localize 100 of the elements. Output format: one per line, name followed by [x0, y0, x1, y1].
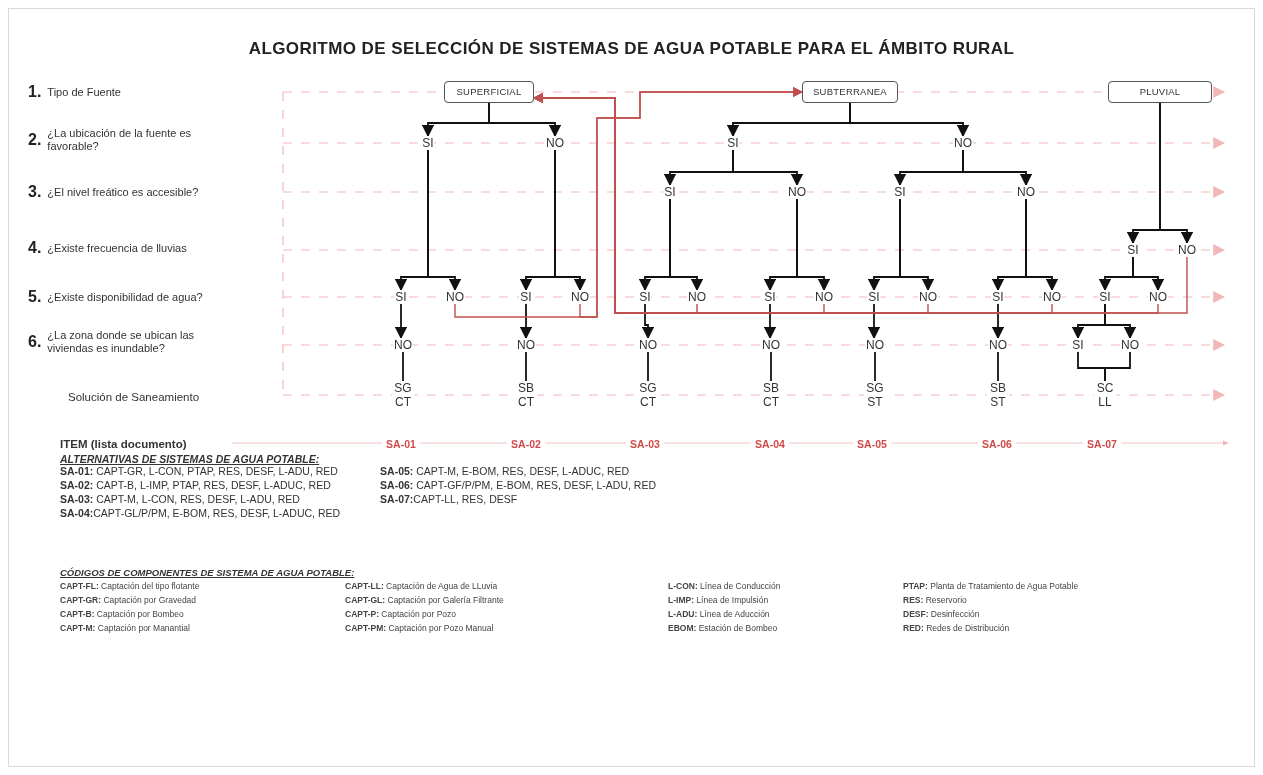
question-number: 4. — [28, 238, 42, 258]
flow-arrow — [991, 303, 1005, 340]
flow-arrow — [394, 303, 408, 340]
question-text: ¿La ubicación de la fuente es favorable? — [47, 127, 193, 153]
code-definition: CAPT-B: Captación por Bombeo — [60, 608, 185, 620]
code-definition: EBOM: Estación de Bombeo — [668, 622, 779, 634]
flow-arrow — [849, 102, 970, 138]
code-definition: RED: Redes de Distribución — [903, 622, 1011, 634]
solution-label: SG CT — [392, 381, 414, 409]
question-text: Tipo de Fuente — [47, 85, 122, 99]
flow-arrow — [899, 198, 935, 292]
flow-arrow — [732, 149, 804, 187]
flow-arrow — [579, 87, 803, 318]
flow-arrow — [1159, 102, 1194, 245]
flow-arrow — [867, 303, 881, 340]
decision-label: SI — [893, 185, 907, 199]
flow-arrow — [1025, 198, 1059, 292]
alternative-text: SA-07:CAPT-LL, RES, DESF — [380, 493, 519, 506]
flow-arrow — [554, 149, 587, 292]
decision-label: NO — [638, 338, 658, 352]
flow-arrow — [641, 303, 655, 340]
decision-label: NO — [570, 290, 590, 304]
solution-label: SG CT — [637, 381, 659, 409]
flow-arrow — [962, 149, 1033, 187]
decision-label: NO — [1148, 290, 1168, 304]
decision-label: NO — [687, 290, 707, 304]
decision-label: NO — [1016, 185, 1036, 199]
code-definition: CAPT-FL: Captación del tipo flotante — [60, 580, 201, 592]
solution-label: SB CT — [760, 381, 782, 409]
question-number: 2. — [28, 130, 42, 150]
decision-label: NO — [814, 290, 834, 304]
decision-label: SI — [638, 290, 652, 304]
question-text: ¿Existe frecuencia de lluvias — [47, 241, 188, 255]
alternative-text: SA-01: CAPT-GR, L-CON, PTAP, RES, DESF, L-ADU, RED — [60, 465, 339, 478]
decision-label: NO — [865, 338, 885, 352]
solution-label: SB CT — [515, 381, 537, 409]
decision-label: NO — [393, 338, 413, 352]
code-definition: CAPT-M: Captación por Manantial — [60, 622, 191, 634]
flow-arrow — [796, 198, 831, 292]
row-heading: Solución de Saneamiento — [68, 390, 200, 405]
alternative-text: SA-02: CAPT-B, L-IMP, PTAP, RES, DESF, L-ADUC, RED — [60, 479, 332, 492]
code-definition: CAPT-PM: Captación por Pozo Manual — [345, 622, 495, 634]
decision-label: NO — [1177, 243, 1197, 257]
decision-label: SI — [726, 136, 740, 150]
code-definition: CAPT-LL: Captación de Agua de LLuvia — [345, 580, 499, 592]
flow-arrow — [488, 102, 562, 138]
decision-label: SI — [519, 290, 533, 304]
code-definition: L-ADU: Línea de Aducción — [668, 608, 771, 620]
diagram-title: ALGORITMO DE SELECCIÓN DE SISTEMAS DE AGUA POTABLE PARA EL ÁMBITO RURAL — [247, 38, 1016, 60]
source-box: SUBTERRANEA — [802, 81, 898, 103]
question-number: 5. — [28, 287, 42, 307]
alternative-text: SA-04:CAPT-GL/P/PM, E-BOM, RES, DESF, L-ADUC, RED — [60, 507, 341, 520]
code-definition: DESF: Desinfección — [903, 608, 981, 620]
alternative-text: SA-05: CAPT-M, E-BOM, RES, DESF, L-ADUC, RED — [380, 465, 631, 478]
decision-label: SI — [867, 290, 881, 304]
decision-label: NO — [918, 290, 938, 304]
alternative-text: SA-06: CAPT-GF/P/PM, E-BOM, RES, DESF, L-ADU, RED — [380, 479, 657, 492]
flow-arrow — [427, 149, 462, 292]
code-definition: CAPT-GL: Captación por Galería Filtrante — [345, 594, 505, 606]
decision-label: SI — [763, 290, 777, 304]
decision-label: SI — [1071, 338, 1085, 352]
flow-arrow — [763, 303, 777, 340]
decision-label: NO — [1120, 338, 1140, 352]
decision-label: SI — [1126, 243, 1140, 257]
code-definition: L-IMP: Línea de Impulsión — [668, 594, 770, 606]
solution-label: SC LL — [1094, 381, 1116, 409]
decision-label: NO — [545, 136, 565, 150]
decision-label: SI — [421, 136, 435, 150]
code-definition: L-CON: Línea de Conducción — [668, 580, 782, 592]
alternative-text: SA-03: CAPT-M, L-CON, RES, DESF, L-ADU, RED — [60, 493, 301, 506]
question-number: 1. — [28, 82, 42, 102]
decision-label: SI — [1098, 290, 1112, 304]
flow-arrow — [1104, 303, 1137, 340]
flow-arrow — [519, 303, 533, 340]
solution-label: SG ST — [864, 381, 886, 409]
flow-arrow — [669, 198, 704, 292]
decision-label: NO — [953, 136, 973, 150]
decision-label: NO — [445, 290, 465, 304]
flow-arrow — [1132, 256, 1165, 292]
question-number: 6. — [28, 332, 42, 352]
decision-label: SI — [394, 290, 408, 304]
decision-label: SI — [663, 185, 677, 199]
code-definition: RES: Reservorio — [903, 594, 968, 606]
decision-label: NO — [787, 185, 807, 199]
section-heading: ALTERNATIVAS DE SISTEMAS DE AGUA POTABLE: — [60, 452, 320, 467]
question-text: ¿Existe disponibilidad de agua? — [47, 290, 204, 304]
decision-label: NO — [988, 338, 1008, 352]
decision-label: NO — [516, 338, 536, 352]
decision-label: NO — [761, 338, 781, 352]
source-box: SUPERFICIAL — [444, 81, 534, 103]
source-box: PLUVIAL — [1108, 81, 1212, 103]
code-definition: CAPT-P: Captación por Pozo — [345, 608, 458, 620]
section-heading: CÓDIGOS DE COMPONENTES DE SISTEMA DE AGUA POTABLE: — [60, 566, 355, 580]
solution-label: SB ST — [987, 381, 1009, 409]
decision-label: SI — [991, 290, 1005, 304]
question-text: ¿La zona donde se ubican las viviendas es inundable? — [47, 329, 196, 355]
code-definition: CAPT-GR: Captación por Gravedad — [60, 594, 198, 606]
decision-label: NO — [1042, 290, 1062, 304]
question-text: ¿El nivel freático es accesible? — [47, 185, 200, 199]
question-number: 3. — [28, 182, 42, 202]
